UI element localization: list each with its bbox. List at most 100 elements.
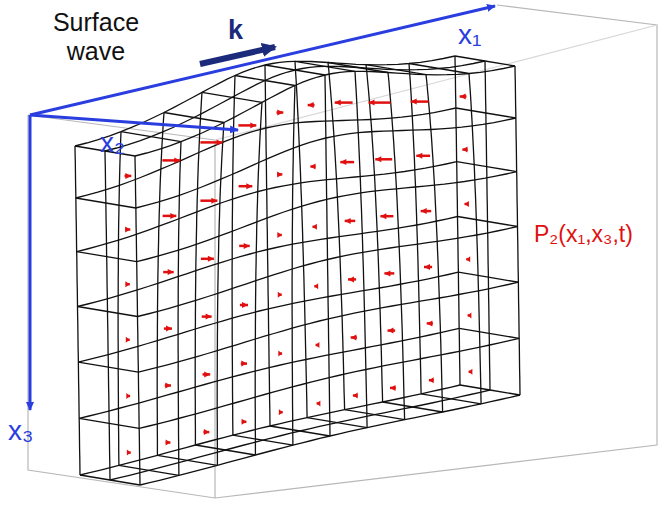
- mesh-line: [426, 75, 443, 412]
- mesh-line: [457, 162, 517, 172]
- arrow-head: [126, 337, 130, 343]
- mesh-line: [270, 426, 330, 436]
- arrow-head: [468, 312, 472, 318]
- mesh-line: [157, 113, 164, 456]
- arrow-head: [411, 99, 417, 105]
- mesh-line: [455, 56, 515, 66]
- mesh-line: [233, 435, 293, 445]
- mesh-line: [485, 61, 490, 390]
- arrow-head: [427, 320, 433, 326]
- arrow-head: [244, 243, 250, 249]
- mesh-line: [119, 465, 179, 475]
- mesh-line: [383, 402, 443, 412]
- axis-label: x₃: [8, 416, 33, 447]
- mesh-line: [515, 66, 520, 395]
- axis-label: x₂: [100, 128, 125, 159]
- arrow-head: [278, 351, 282, 357]
- x2-axis: [30, 115, 238, 130]
- arrow-head: [345, 218, 351, 224]
- arrow-head: [174, 157, 180, 163]
- arrow-head: [388, 328, 394, 334]
- mesh-line: [345, 410, 405, 420]
- arrow-head: [313, 224, 317, 230]
- mesh-line: [295, 61, 355, 71]
- mesh-line: [217, 123, 224, 466]
- mesh-line: [459, 328, 519, 338]
- mesh-line: [460, 385, 520, 395]
- arrow-head: [277, 110, 283, 116]
- arrow-head: [166, 440, 171, 446]
- polarization-arrows: [125, 94, 473, 456]
- mesh-line: [118, 132, 121, 466]
- axis-label: x₁: [458, 20, 481, 51]
- mesh-line: [202, 92, 262, 102]
- mesh-line: [455, 56, 460, 385]
- mesh-line: [295, 61, 307, 417]
- mesh-line: [328, 63, 345, 410]
- arrow-head: [316, 342, 320, 348]
- mesh-line: [409, 64, 469, 74]
- arrow-head: [462, 147, 467, 153]
- arrow-head: [380, 213, 386, 219]
- arrow-head: [246, 183, 252, 189]
- mesh-line: [178, 142, 181, 476]
- arrow-head: [469, 369, 473, 375]
- x3-axis: [29, 115, 32, 410]
- mesh-line: [75, 146, 80, 475]
- arrow-head: [429, 377, 434, 383]
- arrow-head: [125, 227, 130, 233]
- arrow-head: [308, 102, 314, 108]
- arrow-head: [390, 385, 396, 391]
- arrow-head: [424, 264, 430, 270]
- mesh-line: [121, 132, 181, 142]
- wave-label: Surface wave: [40, 8, 152, 66]
- arrow-head: [369, 100, 375, 106]
- arrow-head: [353, 393, 358, 399]
- mesh-line: [78, 307, 138, 317]
- mesh-line: [164, 113, 224, 123]
- arrow-head: [242, 302, 248, 308]
- arrow-head: [208, 256, 214, 262]
- axes: [30, 6, 495, 410]
- arrow-head: [168, 269, 174, 275]
- arrow-head: [241, 361, 247, 367]
- arrow-head: [416, 153, 422, 159]
- arrow-head: [170, 213, 176, 219]
- arrow-head: [460, 94, 466, 100]
- mesh-line: [110, 390, 490, 480]
- mesh-line: [135, 156, 140, 485]
- box-edge: [214, 140, 215, 498]
- arrow-head: [310, 164, 315, 170]
- arrow-head: [421, 208, 427, 214]
- mesh-line: [195, 445, 255, 455]
- mesh-line: [355, 71, 367, 427]
- mesh-line: [80, 475, 140, 485]
- arrow-head: [126, 393, 130, 399]
- mesh-line: [458, 272, 518, 282]
- mesh-line: [79, 418, 139, 428]
- mesh-line: [458, 217, 518, 227]
- mesh-line: [328, 63, 388, 73]
- mesh-line: [421, 394, 481, 404]
- mesh-line: [469, 74, 481, 404]
- arrow-head: [250, 122, 256, 128]
- arrow-head: [466, 256, 470, 262]
- arrow-head: [340, 159, 346, 165]
- mesh-line: [157, 455, 217, 465]
- wave-vector-arrow: [200, 47, 275, 64]
- mesh-line: [409, 64, 421, 394]
- arrow-head: [127, 450, 131, 456]
- arrow-head: [277, 232, 281, 238]
- mesh-line: [77, 252, 137, 262]
- mesh-line: [325, 75, 330, 436]
- arrow-head: [317, 400, 321, 406]
- arrow-head: [375, 156, 381, 162]
- arrow-head: [217, 139, 223, 145]
- mesh-line: [456, 108, 516, 118]
- box-outline: [28, 5, 657, 498]
- mesh-line: [76, 198, 136, 208]
- mesh-line: [265, 65, 325, 75]
- arrow-head: [211, 198, 217, 204]
